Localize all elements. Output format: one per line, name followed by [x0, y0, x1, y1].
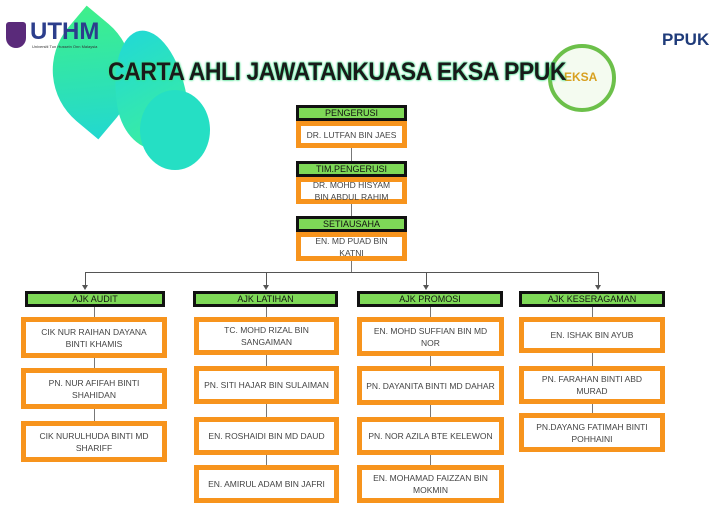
member-box: PN.DAYANG FATIMAH BINTI POHHAINI [519, 413, 665, 452]
uthm-logo-text: UTHM [30, 18, 100, 45]
member-box: EN. MOHD SUFFIAN BIN MD NOR [357, 317, 504, 356]
member-box: CIK NUR RAIHAN DAYANA BINTI KHAMIS [21, 317, 167, 358]
member-box-setiausaha: EN. MD PUAD BIN KATNI [296, 232, 407, 261]
connector-line [351, 203, 352, 216]
member-box: PN. NOR AZILA BTE KELEWON [357, 417, 504, 455]
committee-header-keseragaman: AJK KESERAGAMAN [519, 291, 665, 307]
member-box: TC. MOHD RIZAL BIN SANGAIMAN [194, 317, 339, 355]
connector-line [351, 260, 352, 272]
connector-line [266, 272, 267, 286]
arrow-down-icon [82, 285, 88, 290]
member-box: PN. DAYANITA BINTI MD DAHAR [357, 366, 504, 405]
member-box: PN. FARAHAN BINTI ABD MURAD [519, 366, 665, 404]
member-box: EN. AMIRUL ADAM BIN JAFRI [194, 465, 339, 503]
uthm-crest-icon [6, 22, 26, 48]
role-header-setiausaha: SETIAUSAHA [296, 216, 407, 232]
member-box-pengerusi: DR. LUTFAN BIN JAES [296, 121, 407, 148]
branch-line [85, 272, 599, 273]
member-box: EN. ISHAK BIN AYUB [519, 317, 665, 353]
connector-line [85, 272, 86, 286]
committee-header-promosi: AJK PROMOSI [357, 291, 503, 307]
member-box: PN. NUR AFIFAH BINTI SHAHIDAN [21, 368, 167, 409]
uthm-logo-subtext: Universiti Tun Hussein Onn Malaysia [32, 44, 98, 49]
member-box: CIK NURULHUDA BINTI MD SHARIFF [21, 421, 167, 462]
ppuk-logo: PPUK [662, 30, 710, 49]
member-box: EN. ROSHAIDI BIN MD DAUD [194, 417, 339, 455]
connector-line [351, 147, 352, 162]
eksa-logo-text: EKSA [564, 70, 598, 84]
connector-line [598, 272, 599, 286]
arrow-down-icon [595, 285, 601, 290]
connector-line [426, 272, 427, 286]
member-box: EN. MOHAMAD FAIZZAN BIN MOKMIN [357, 465, 504, 503]
arrow-down-icon [423, 285, 429, 290]
arrow-down-icon [263, 285, 269, 290]
role-header-tim-pengerusi: TIM.PENGERUSI [296, 161, 407, 177]
committee-header-latihan: AJK LATIHAN [193, 291, 338, 307]
eksa-logo: EKSA [548, 44, 616, 112]
member-box-tim-pengerusi: DR. MOHD HISYAM BIN ABDUL RAHIM [296, 177, 407, 204]
role-header-pengerusi: PENGERUSI [296, 105, 407, 121]
member-box: PN. SITI HAJAR BIN SULAIMAN [194, 366, 339, 404]
decorative-leaf [140, 90, 210, 170]
page-title: CARTA AHLI JAWATANKUASA EKSA PPUK [108, 58, 567, 86]
committee-header-audit: AJK AUDIT [25, 291, 165, 307]
